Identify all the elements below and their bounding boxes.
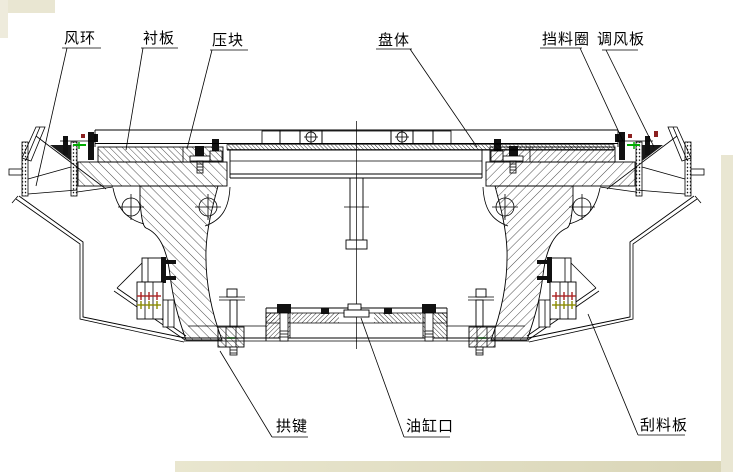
label-liner-plate: 衬板 — [143, 29, 175, 47]
label-oil-cylinder-port: 油缸口 — [406, 417, 454, 435]
disc-body-section — [77, 161, 231, 341]
leader-line — [579, 47, 624, 142]
label-press-block: 压块 — [212, 32, 244, 49]
symmetric-half-geometry — [8, 126, 357, 356]
leader-line — [587, 313, 639, 436]
olive-cross-markers — [137, 301, 161, 309]
red-cross-markers — [137, 292, 161, 300]
leader-line — [360, 317, 405, 438]
leader-line — [409, 48, 478, 148]
bottom-plate-half — [184, 304, 357, 342]
bolt-hole-symbol — [118, 194, 144, 220]
leader-line — [219, 350, 273, 438]
bolt-symbol — [395, 130, 409, 144]
red-marker — [654, 131, 658, 137]
leader-line — [605, 49, 655, 148]
arch-key-assembly — [217, 288, 245, 356]
label-arch-key: 拱键 — [276, 418, 308, 435]
label-air-adjust-plate: 调风板 — [597, 30, 645, 48]
casing-wall — [15, 195, 186, 343]
leader-line — [35, 47, 68, 187]
scraper-assembly — [113, 257, 187, 341]
label-retaining-ring: 挡料圈 — [542, 31, 590, 48]
bolt-hole-symbol — [195, 194, 221, 220]
wear-strip — [226, 144, 615, 150]
clamp-hardware — [60, 132, 98, 160]
bolt-symbol — [304, 130, 318, 144]
leader-line — [125, 47, 144, 151]
label-wind-ring: 风环 — [64, 30, 96, 47]
label-scraper-plate: 刮料板 — [640, 416, 688, 434]
annotations: 风环 衬板 压块 盘体 挡料圈 调风板 拱键 油缸口 刮料板 — [35, 29, 688, 438]
label-disc-body: 盘体 — [378, 31, 410, 49]
leader-line — [186, 49, 213, 150]
red-marker — [81, 134, 85, 138]
oil-cylinder-port-cap — [343, 303, 370, 318]
